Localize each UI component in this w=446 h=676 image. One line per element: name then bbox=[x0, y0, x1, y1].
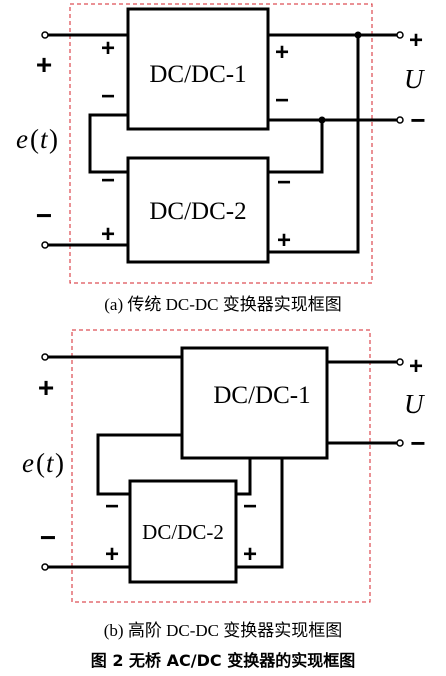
dcdc2-in-plus: + bbox=[101, 221, 115, 248]
dcdc1-label-a: DC/DC-1 bbox=[149, 61, 246, 88]
dcdc2-label-b: DC/DC-2 bbox=[142, 520, 224, 544]
input-terminal-bottom-a bbox=[41, 241, 49, 249]
paren-open: ( bbox=[30, 124, 39, 154]
input-source-label-b: e ( t ) bbox=[22, 448, 64, 478]
input-arg-b: t bbox=[46, 448, 55, 478]
output-var-a: U bbox=[404, 64, 425, 94]
input-plus-sign-b: + bbox=[38, 372, 54, 403]
input-arg-a: t bbox=[40, 124, 49, 154]
paren-close: ) bbox=[55, 448, 64, 478]
caption-a: (a) 传统 DC-DC 变换器实现框图 bbox=[104, 295, 342, 314]
diagram-b: DC/DC-1 DC/DC-2 − + − + + − e ( t ) + U … bbox=[22, 329, 426, 640]
dcdc1-block-a bbox=[126, 7, 270, 131]
dcdc1-in-plus: + bbox=[101, 35, 115, 62]
output-terminal-top-b bbox=[396, 358, 404, 366]
input-terminal-top-b bbox=[41, 353, 49, 361]
dashed-enclosure-b bbox=[71, 329, 371, 603]
dcdc1-out-plus: + bbox=[275, 39, 289, 66]
dcdc2-out-plus-b: + bbox=[243, 541, 257, 568]
input-plus-sign-a: + bbox=[36, 49, 52, 80]
output-terminal-bottom-b bbox=[396, 439, 404, 447]
dcdc2-out-minus: − bbox=[277, 169, 291, 196]
input-minus-sign-b: − bbox=[40, 522, 56, 553]
output-plus-sign-b: + bbox=[409, 353, 423, 380]
output-minus-sign-a: − bbox=[410, 105, 425, 135]
plus-link-wire-a bbox=[266, 33, 360, 254]
dcdc1-block-b bbox=[180, 346, 329, 460]
dcdc1-label-b: DC/DC-1 bbox=[213, 382, 310, 409]
input-terminal-top-a bbox=[41, 31, 49, 39]
dcdc1-out-minus: − bbox=[275, 87, 289, 114]
diagram-a: DC/DC-1 DC/DC-2 + − + − − + − + + − e ( … bbox=[16, 3, 426, 314]
paren-open: ( bbox=[36, 448, 45, 478]
input-source-label-a: e ( t ) bbox=[16, 124, 58, 154]
dcdc2-block-a bbox=[126, 156, 270, 264]
input-var-b: e bbox=[22, 448, 34, 478]
minus-link-wire-a bbox=[266, 118, 324, 174]
series-link-wire-b bbox=[96, 433, 184, 496]
caption-b: (b) 高阶 DC-DC 变换器实现框图 bbox=[104, 621, 342, 640]
dcdc2-block-b bbox=[128, 479, 238, 584]
dcdc2-out-plus: + bbox=[277, 227, 291, 254]
plus-link-wire-b bbox=[234, 456, 284, 569]
output-plus-sign-a: + bbox=[409, 27, 423, 54]
input-terminal-bottom-b bbox=[41, 563, 49, 571]
input-var-a: e bbox=[16, 124, 28, 154]
dcdc2-in-plus-b: + bbox=[105, 541, 119, 568]
input-minus-sign-a: − bbox=[36, 200, 52, 231]
minus-link-wire-b bbox=[234, 456, 252, 496]
junction-dot bbox=[354, 31, 362, 39]
series-link-wire-a bbox=[88, 113, 130, 174]
output-terminal-bottom-a bbox=[396, 116, 404, 124]
dcdc1-in-minus: − bbox=[101, 83, 115, 110]
dcdc2-in-minus: − bbox=[101, 167, 115, 194]
dcdc2-label-a: DC/DC-2 bbox=[149, 198, 246, 225]
paren-close: ) bbox=[49, 124, 58, 154]
output-var-b: U bbox=[404, 389, 425, 419]
output-minus-sign-b: − bbox=[410, 428, 425, 458]
dcdc2-out-minus-b: − bbox=[243, 493, 257, 520]
junction-dot bbox=[318, 116, 326, 124]
dashed-enclosure-a bbox=[69, 3, 373, 284]
output-terminal-top-a bbox=[396, 31, 404, 39]
figure-title: 图 2 无桥 AC/DC 变换器的实现框图 bbox=[91, 651, 355, 670]
dcdc2-in-minus-b: − bbox=[105, 493, 119, 520]
